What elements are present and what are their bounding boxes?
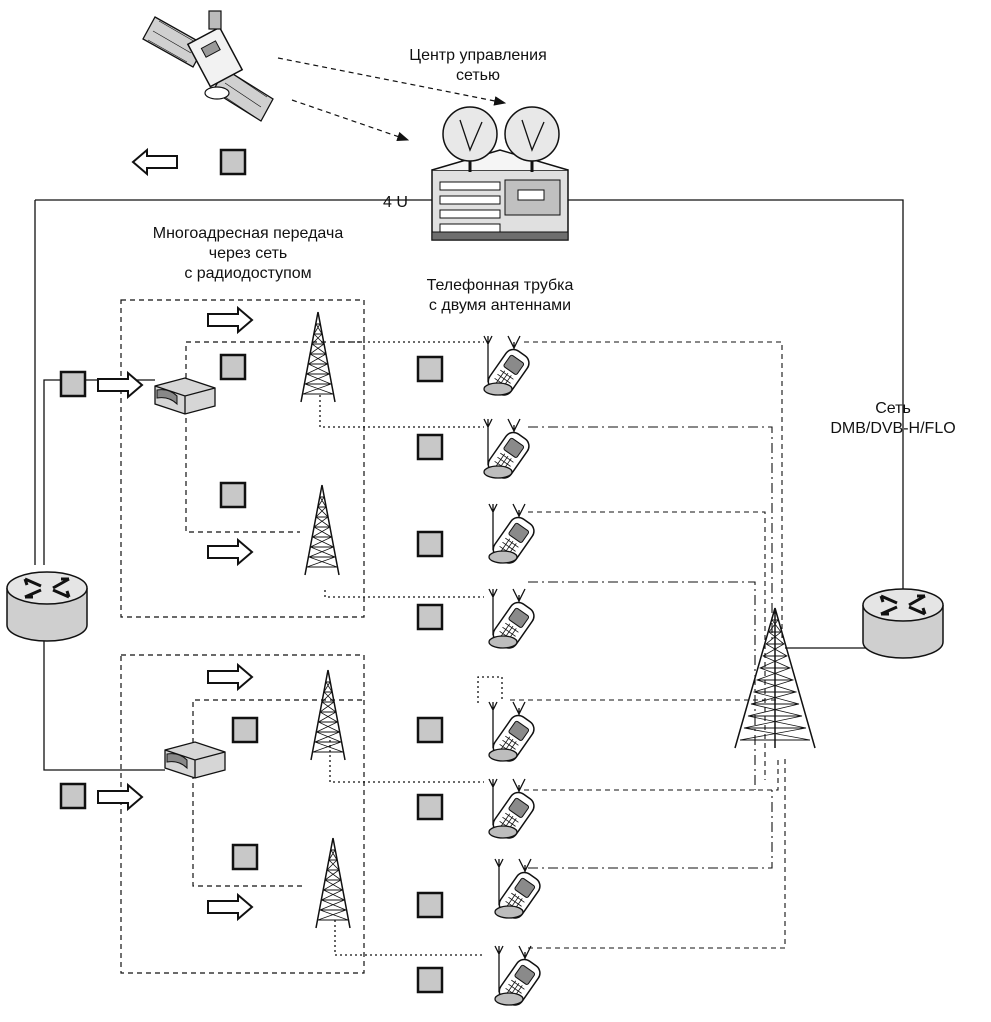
multicast-label-line3: с радиодоступом <box>184 265 311 282</box>
ncc-label-line1: Центр управления <box>409 47 547 64</box>
arrow-icon <box>97 372 143 398</box>
packet-icon <box>416 891 444 919</box>
ncc-label-line2: сетью <box>456 67 500 84</box>
cell-tower-icon <box>304 484 340 576</box>
packet-icon <box>231 716 259 744</box>
satellite-icon <box>142 10 274 122</box>
cell-tower-icon <box>310 669 346 761</box>
broadcast-links <box>510 341 786 949</box>
multicast-label-line1: Многоадресная передача <box>153 225 344 242</box>
handset-label-line1: Телефонная трубка <box>427 277 574 294</box>
handset-icon <box>494 945 545 1010</box>
packet-icon <box>219 353 247 381</box>
packet-icon <box>416 793 444 821</box>
packet-icon <box>416 355 444 383</box>
broadcast-label-line2: DMB/DVB-H/FLO <box>830 420 955 437</box>
router-icon <box>861 587 945 660</box>
gateway-icon <box>164 741 226 779</box>
arrow-icon <box>97 784 143 810</box>
packet-icon <box>231 843 259 871</box>
handset-icon <box>488 588 539 653</box>
packet-icon <box>416 433 444 461</box>
network-control-center-icon <box>431 106 569 241</box>
link-4u-label: 4 U <box>383 194 408 211</box>
router-icon <box>5 570 89 643</box>
gateway-icon <box>154 377 216 415</box>
packet-icon <box>219 148 247 176</box>
arrow-icon <box>132 149 178 175</box>
broadcast-label-line1: Сеть <box>875 400 911 417</box>
packet-icon <box>219 481 247 509</box>
packet-icon <box>416 603 444 631</box>
cell-tower-icon <box>300 311 336 403</box>
broadcast-tower-icon <box>734 607 816 749</box>
radio-links <box>319 341 503 956</box>
cell-tower-icon <box>315 837 351 929</box>
packet-icon <box>59 782 87 810</box>
uplink-arrows <box>277 57 507 142</box>
arrow-icon <box>207 539 253 565</box>
packet-icon <box>416 966 444 994</box>
packet-icon <box>59 370 87 398</box>
handset-icon <box>483 418 534 483</box>
packet-icon <box>416 530 444 558</box>
arrow-icon <box>207 664 253 690</box>
multicast-label-line2: через сеть <box>209 245 288 262</box>
handset-icon <box>488 778 539 843</box>
arrow-icon <box>207 307 253 333</box>
ran-boundaries <box>120 299 365 974</box>
handset-icon <box>483 335 534 400</box>
handset-label-line2: с двумя антеннами <box>429 297 571 314</box>
arrow-icon <box>207 894 253 920</box>
handset-icon <box>488 701 539 766</box>
packet-icon <box>416 716 444 744</box>
handset-icon <box>488 503 539 568</box>
